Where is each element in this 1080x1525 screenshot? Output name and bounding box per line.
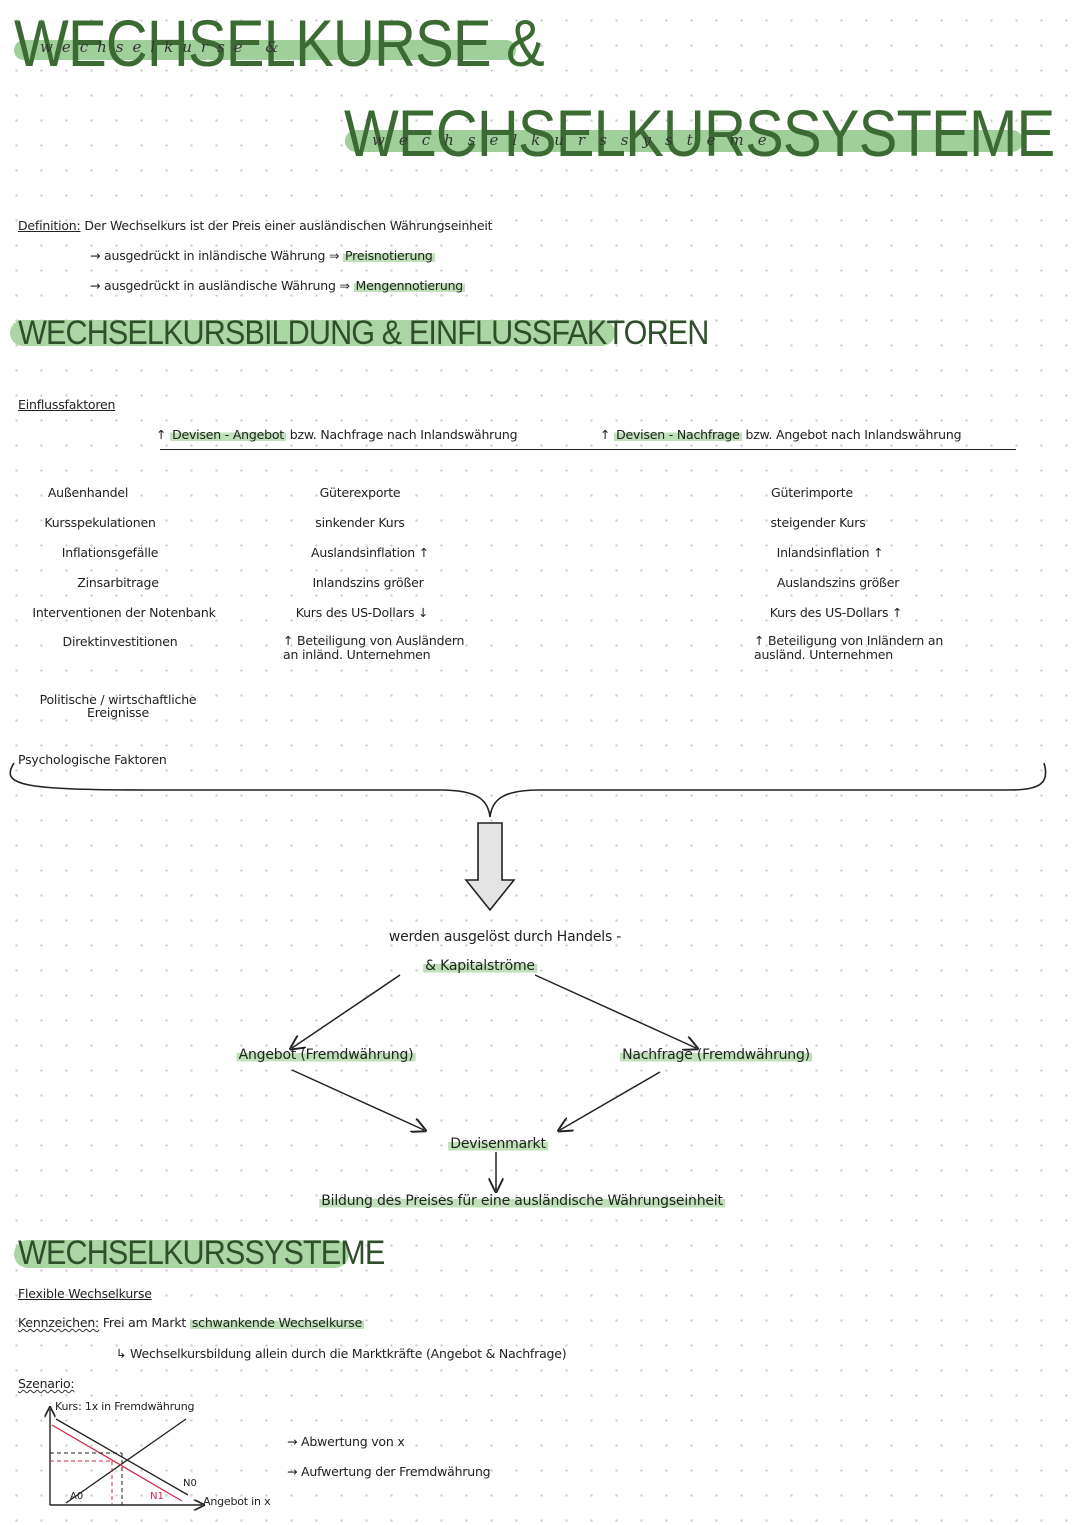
- scenario-note-2: → Aufwertung der Fremdwährung: [287, 1464, 491, 1479]
- flow-result-label: Bildung des Preises für eine ausländisch…: [319, 1193, 725, 1209]
- flow-supply: Angebot (Fremdwährung): [236, 1047, 416, 1063]
- factor-political: Politische / wirtschaftliche Ereignisse: [39, 692, 197, 720]
- chart-label-a0: A0: [70, 1491, 84, 1502]
- flow-trigger-line1: werden ausgelöst durch Handels -: [388, 929, 622, 945]
- column-header-left-arrow: ↑: [156, 427, 167, 442]
- factor-name: Inflationsgefälle: [61, 545, 159, 560]
- column-header-right-arrow: ↑: [600, 427, 611, 442]
- title-highlight-bar-1: [14, 40, 516, 60]
- column-header-right-rest: bzw. Angebot nach Inlandswährung: [745, 427, 962, 442]
- column-header-left-highlight: Devisen - Angebot: [170, 427, 287, 442]
- factor-name: Außenhandel: [47, 485, 129, 500]
- features-highlight: schwankende Wechselkurse: [189, 1315, 365, 1330]
- bullet2-highlight: Mengennotierung: [353, 278, 466, 293]
- chart-supply-curve-a0: [65, 1418, 187, 1504]
- factor-right-effect: Auslandszins größer: [776, 575, 900, 590]
- factor-name: Interventionen der Notenbank: [32, 605, 216, 620]
- definition-bullet-2: → ausgedrückt in ausländische Währung ⇒ …: [90, 278, 466, 293]
- arrow-to-supply: [292, 974, 401, 1048]
- brace-and-arrow: [9, 762, 1047, 912]
- chart-label-n0: N0: [183, 1478, 197, 1489]
- bullet1-text: → ausgedrückt in inländische Währung ⇒: [90, 248, 340, 263]
- chart-y-label: Kurs: 1x in Fremdwährung: [55, 1400, 195, 1413]
- column-header-left: ↑ Devisen - Angebot bzw. Nachfrage nach …: [156, 427, 518, 442]
- flow-market-label: Devisenmarkt: [448, 1136, 548, 1152]
- factor-name: Zinsarbitrage: [77, 575, 159, 590]
- down-block-arrow-icon: [464, 822, 516, 912]
- definition-bullet-1: → ausgedrückt in inländische Währung ⇒ P…: [90, 248, 435, 263]
- factor-left-effect: Auslandsinflation ↑: [310, 545, 430, 560]
- bullet1-highlight: Preisnotierung: [343, 248, 435, 263]
- section-systems-heading: WECHSELKURSSYSTEME: [18, 1234, 385, 1272]
- page-title-line2: WECHSELKURSSYSTEME: [344, 96, 1055, 170]
- scenario-label: Szenario:: [18, 1376, 75, 1391]
- scenario-note-1: → Abwertung von x: [287, 1434, 405, 1449]
- factor-left-effect: ↑ Beteiligung von Ausländern an inländ. …: [283, 633, 465, 662]
- column-header-left-rest: bzw. Nachfrage nach Inlandswährung: [289, 427, 518, 442]
- features-line: Kennzeichen: Frei am Markt schwankende W…: [18, 1315, 365, 1330]
- features-label: Kennzeichen:: [18, 1315, 100, 1330]
- features-subpoint: ↳ Wechselkursbildung allein durch die Ma…: [116, 1346, 567, 1361]
- flexible-rates-label: Flexible Wechselkurse: [18, 1286, 152, 1301]
- factor-right-effect: steigender Kurs: [770, 515, 866, 530]
- arrow-to-demand: [534, 974, 696, 1048]
- factor-right-effect: Güterimporte: [771, 485, 853, 500]
- factor-left-effect: Güterexporte: [319, 485, 401, 500]
- section-factors-heading: WECHSELKURSBILDUNG & EINFLUSSFAKTOREN: [18, 314, 709, 352]
- flow-supply-label: Angebot (Fremdwährung): [236, 1047, 416, 1063]
- flow-result: Bildung des Preises für eine ausländisch…: [319, 1193, 725, 1209]
- chart-label-n1: N1: [150, 1491, 164, 1502]
- flow-demand: Nachfrage (Fremdwährung): [620, 1047, 812, 1063]
- scenario-chart: [36, 1405, 206, 1515]
- arrow-supply-to-market: [291, 1069, 424, 1130]
- title-highlight-bar-2: [345, 130, 1023, 152]
- factors-label: Einflussfaktoren: [18, 397, 116, 412]
- factor-name: Direktinvestitionen: [62, 634, 178, 649]
- flow-market: Devisenmarkt: [448, 1136, 548, 1152]
- features-text: Frei am Markt: [102, 1315, 187, 1330]
- column-header-divider: [160, 449, 1016, 450]
- chart-x-label: Angebot in x: [203, 1495, 271, 1508]
- page-title-line1-script: wechselkurse &: [40, 38, 288, 56]
- definition-label: Definition:: [18, 218, 81, 233]
- factor-name: Kursspekulationen: [44, 515, 156, 530]
- factor-left-effect: Inlandszins größer: [312, 575, 424, 590]
- factor-right-effect: Kurs des US-Dollars ↑: [769, 605, 903, 620]
- arrow-demand-to-market: [560, 1071, 661, 1130]
- flow-demand-label: Nachfrage (Fremdwährung): [620, 1047, 812, 1063]
- definition-text: Der Wechselkurs ist der Preis einer ausl…: [84, 218, 493, 233]
- chart-demand-curve-n1: [51, 1424, 183, 1502]
- definition-line: Definition: Der Wechselkurs ist der Prei…: [18, 218, 493, 233]
- bullet2-text: → ausgedrückt in ausländische Währung ⇒: [90, 278, 350, 293]
- flow-trigger-line2: & Kapitalströme: [423, 958, 537, 974]
- curly-brace: [9, 762, 1047, 818]
- column-header-right-highlight: Devisen - Nachfrage: [614, 427, 742, 442]
- factor-left-effect: Kurs des US-Dollars ↓: [295, 605, 429, 620]
- section-factors-highlight: [10, 320, 615, 346]
- factor-right-effect: ↑ Beteiligung von Inländern an ausländ. …: [754, 633, 944, 662]
- factor-left-effect: sinkender Kurs: [315, 515, 405, 530]
- flow-trigger-highlight: & Kapitalströme: [423, 958, 537, 974]
- page-title-line2-script: wechselkurssysteme: [372, 131, 781, 149]
- column-header-right: ↑ Devisen - Nachfrage bzw. Angebot nach …: [600, 427, 962, 442]
- section-systems-highlight: [14, 1240, 349, 1268]
- factor-psychological: Psychologische Faktoren: [18, 752, 167, 767]
- factor-right-effect: Inlandsinflation ↑: [776, 545, 884, 560]
- page-title-line1: WECHSELKURSE &: [14, 6, 545, 80]
- flow-arrows: [0, 974, 1080, 1200]
